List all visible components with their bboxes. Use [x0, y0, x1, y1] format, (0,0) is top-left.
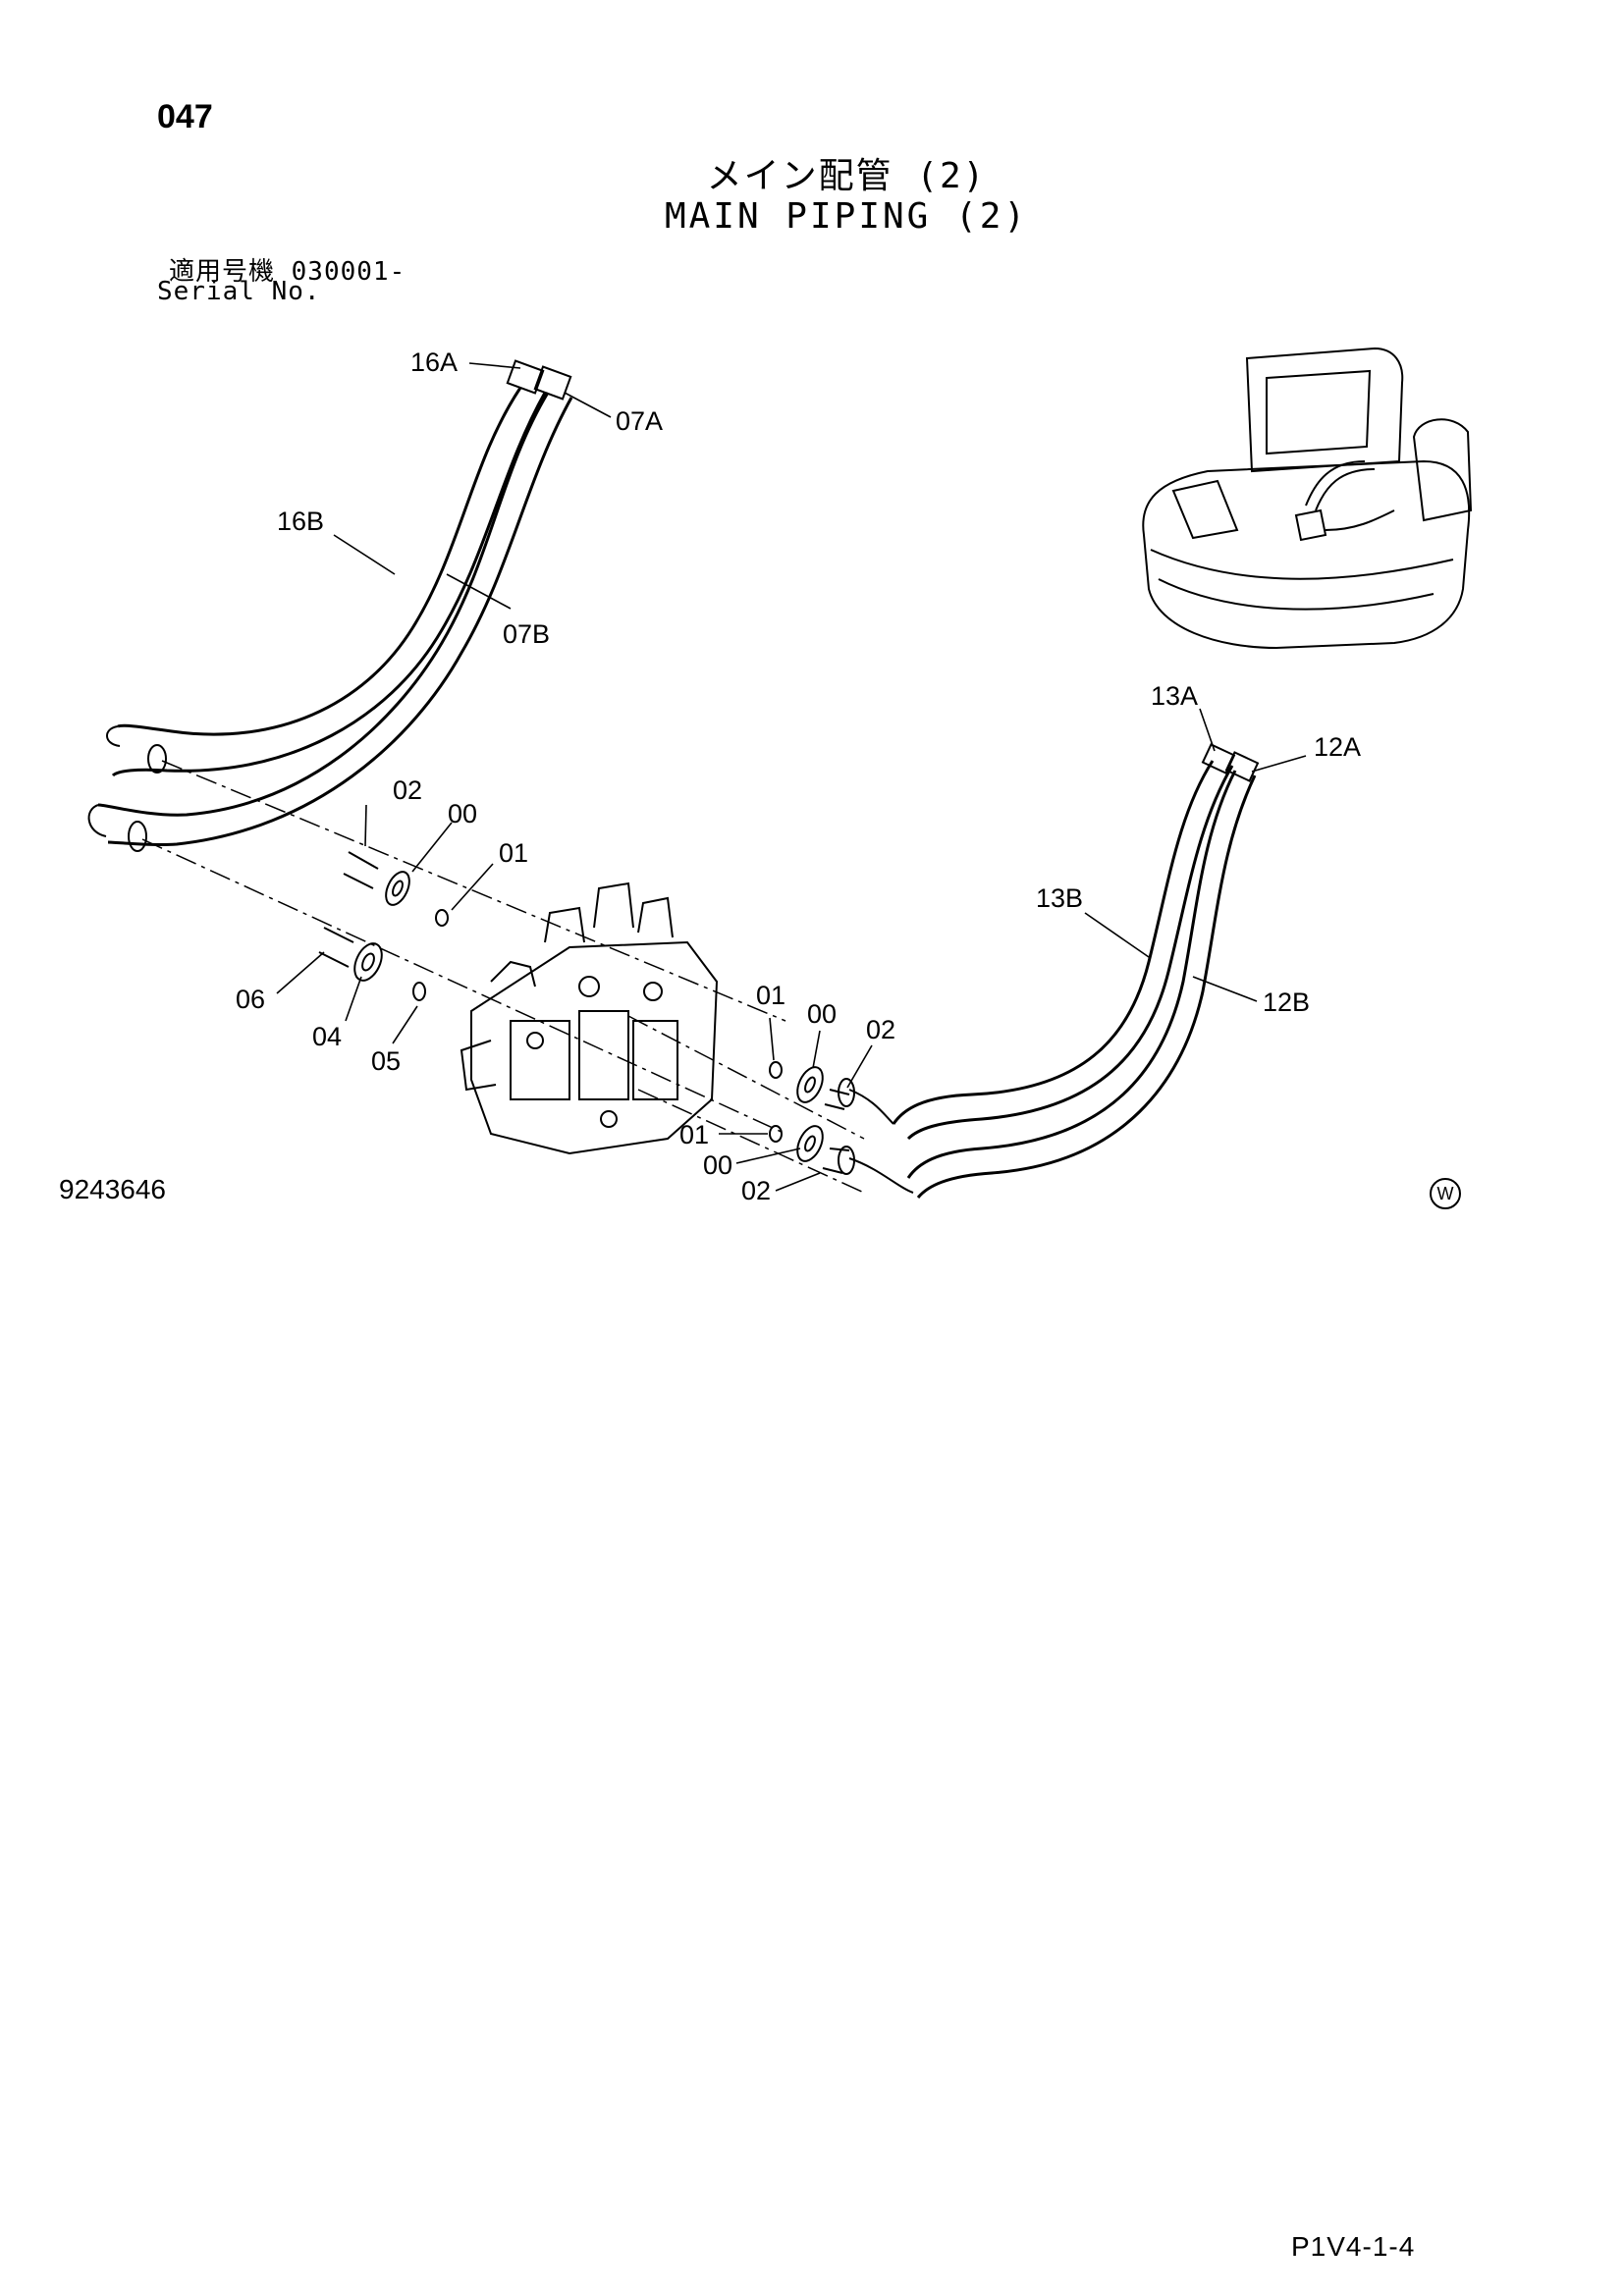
o-ring-lower	[412, 982, 426, 1001]
callout-16A: 16A	[410, 347, 458, 377]
callout-02-low: 02	[741, 1176, 771, 1205]
callout-01-mid: 01	[756, 981, 785, 1010]
callout-12B: 12B	[1263, 988, 1310, 1017]
callout-02-top: 02	[393, 775, 422, 805]
flange-lower	[353, 942, 383, 982]
hose-12-assembly	[838, 751, 1260, 1199]
callout-06: 06	[236, 985, 265, 1014]
title-japanese: メイン配管 (2)	[706, 156, 987, 196]
flange-upper	[385, 871, 410, 906]
bolt-lower	[318, 927, 354, 968]
flange-right-lower	[796, 1125, 824, 1162]
flange-right-upper	[796, 1066, 824, 1103]
excavator-location-icon	[1142, 347, 1473, 650]
serial-label-english: Serial No.	[157, 277, 321, 306]
callout-05: 05	[371, 1046, 401, 1076]
control-valve-icon	[460, 881, 719, 1155]
callout-13B: 13B	[1036, 883, 1083, 913]
callout-13A: 13A	[1151, 681, 1198, 711]
callout-00-top: 00	[448, 799, 477, 828]
page-number: 047	[157, 98, 213, 135]
w-mark-icon: W	[1430, 1178, 1461, 1209]
title-english: MAIN PIPING (2)	[664, 196, 1029, 237]
hose-16-assembly	[106, 359, 547, 777]
o-ring-right-upper	[769, 1061, 783, 1079]
callout-00-mid: 00	[807, 999, 837, 1029]
callout-07A: 07A	[616, 406, 663, 436]
callout-04: 04	[312, 1022, 342, 1051]
drawing-number: 9243646	[59, 1174, 167, 1204]
o-ring-right-lower	[769, 1125, 783, 1143]
callout-00-low: 00	[703, 1150, 732, 1180]
bolt-upper	[343, 851, 379, 889]
callout-02-mid: 02	[866, 1015, 895, 1044]
callout-01-low: 01	[679, 1120, 709, 1149]
hose-07-assembly	[87, 365, 573, 852]
serial-label-japanese: 適用号機 030001-	[169, 257, 406, 287]
page-code: P1V4-1-4	[1291, 2231, 1416, 2262]
callout-12A: 12A	[1314, 732, 1361, 762]
o-ring-upper	[435, 909, 449, 927]
hose-13-assembly	[838, 743, 1236, 1141]
bolt-right-lower	[822, 1148, 850, 1174]
callout-01-top: 01	[499, 838, 528, 868]
callout-16B: 16B	[277, 507, 324, 536]
callout-07B: 07B	[503, 619, 550, 649]
